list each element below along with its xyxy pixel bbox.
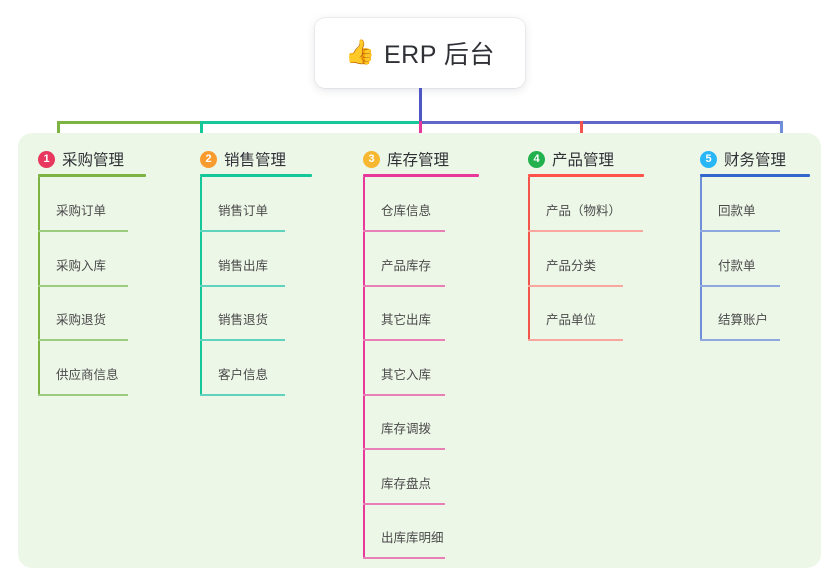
column-header-4[interactable]: 4 产品管理 (528, 148, 614, 170)
leaf-item-rule (528, 230, 643, 232)
bus-segment-green (57, 121, 200, 124)
column-badge-3: 3 (363, 150, 380, 168)
leaf-item-label[interactable]: 回款单 (718, 204, 756, 218)
column-rule-2 (200, 174, 312, 177)
leaf-item-rule (700, 230, 780, 232)
leaf-item-label[interactable]: 采购入库 (56, 258, 107, 273)
column-rule-4 (528, 174, 644, 177)
leaf-item-rule (200, 230, 285, 232)
leaf-item-rule (363, 557, 445, 559)
column-badge-2: 2 (200, 150, 217, 168)
leaf-item-label[interactable]: 其它出库 (381, 313, 432, 327)
leaf-item-rule (200, 393, 285, 396)
bus-segment-blue (419, 121, 783, 124)
leaf-item-rule (528, 284, 623, 287)
leaf-item-rule (38, 339, 128, 341)
column-badge-5: 5 (700, 150, 717, 168)
bus-segment-teal (200, 121, 420, 124)
column-header-3[interactable]: 3 库存管理 (363, 148, 449, 170)
leaf-item-label[interactable]: 供应商信息 (56, 367, 119, 382)
leaf-item-rule (200, 284, 285, 287)
leaf-item-rule (363, 284, 445, 287)
column-header-5[interactable]: 5 财务管理 (700, 148, 786, 170)
leaf-item-label[interactable]: 采购订单 (56, 204, 107, 218)
column-spine-4 (528, 177, 530, 341)
column-spine-3 (363, 177, 365, 559)
leaf-item-label[interactable]: 其它入库 (381, 367, 432, 382)
leaf-item-rule (700, 284, 780, 287)
leaf-item-label[interactable]: 产品分类 (546, 258, 597, 273)
leaf-item-rule (700, 339, 780, 341)
leaf-item-rule (363, 339, 445, 341)
leaf-item-label[interactable]: 产品单位 (546, 313, 597, 327)
column-header-2[interactable]: 2 销售管理 (200, 148, 286, 170)
leaf-item-label[interactable]: 客户信息 (218, 367, 269, 382)
leaf-item-label[interactable]: 仓库信息 (381, 204, 432, 218)
leaf-item-rule (38, 393, 128, 396)
leaf-item-rule (200, 339, 285, 341)
diagram-panel (18, 133, 821, 568)
column-title-3: 库存管理 (387, 152, 450, 169)
leaf-item-label[interactable]: 销售出库 (218, 258, 269, 273)
column-title-5: 财务管理 (724, 152, 787, 169)
leaf-item-label[interactable]: 采购退货 (56, 313, 107, 327)
column-title-4: 产品管理 (552, 152, 615, 169)
leaf-item-label[interactable]: 库存盘点 (381, 476, 432, 491)
leaf-item-label[interactable]: 库存调拨 (381, 422, 432, 436)
column-badge-4: 4 (528, 150, 545, 168)
column-rule-5 (700, 174, 810, 177)
leaf-item-rule (528, 339, 623, 341)
leaf-item-rule (38, 284, 128, 287)
leaf-item-rule (363, 393, 445, 396)
leaf-item-label[interactable]: 出库库明细 (381, 531, 444, 545)
column-spine-5 (700, 177, 702, 341)
column-badge-1: 1 (38, 150, 55, 168)
root-node-card[interactable]: 👍 ERP 后台 (315, 18, 525, 88)
root-node-title: ERP 后台 (383, 41, 495, 69)
thumbs-up-icon: 👍 (345, 39, 375, 66)
leaf-item-label[interactable]: 销售订单 (218, 204, 269, 218)
leaf-item-label[interactable]: 产品（物料） (546, 204, 622, 218)
leaf-item-rule (363, 230, 445, 232)
column-rule-1 (38, 174, 146, 177)
leaf-item-rule (363, 448, 445, 450)
column-header-1[interactable]: 1 采购管理 (38, 148, 124, 170)
leaf-item-label[interactable]: 产品库存 (381, 258, 432, 273)
leaf-item-rule (363, 502, 445, 505)
leaf-item-rule (38, 230, 128, 232)
column-title-2: 销售管理 (224, 152, 287, 169)
trunk-connector (419, 88, 422, 123)
column-rule-3 (363, 174, 479, 177)
leaf-item-label[interactable]: 付款单 (718, 258, 756, 273)
leaf-item-label[interactable]: 结算账户 (718, 313, 769, 327)
leaf-item-label[interactable]: 销售退货 (218, 313, 269, 327)
column-title-1: 采购管理 (62, 152, 125, 169)
